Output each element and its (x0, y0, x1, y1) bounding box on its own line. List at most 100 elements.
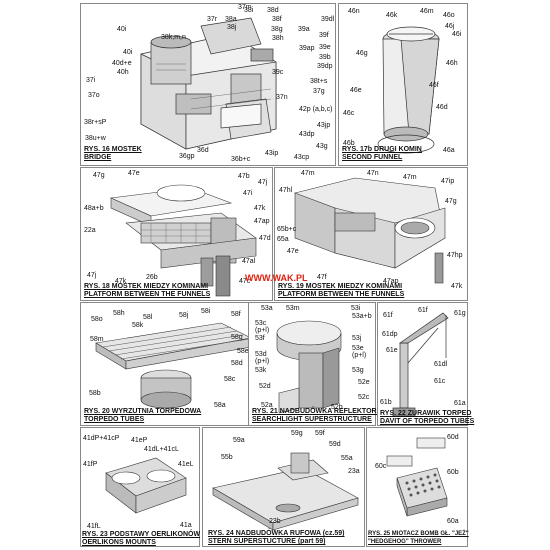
part-label: 58d (231, 360, 243, 367)
part-label: 46i (452, 31, 462, 38)
figure-caption: RYS. 23 PODSTAWY OERLIKONÓW OERLIKONS MO… (82, 531, 201, 546)
part-label: 42p (a,b,c) (299, 106, 333, 113)
part-label: 39dp (317, 63, 333, 70)
part-label: 47b (238, 173, 250, 180)
part-label: 43ip (265, 150, 279, 157)
part-label: 46k (386, 12, 398, 19)
part-label: 38i (244, 7, 254, 14)
part-label: 53g (352, 367, 364, 374)
platform-18-drawing (109, 184, 257, 297)
part-label: 58f (231, 311, 241, 318)
part-label: 40d+e (112, 60, 132, 67)
part-label: 61dp (382, 331, 398, 338)
torpedo-tubes-drawing (95, 322, 252, 409)
part-label: 40i (123, 49, 133, 56)
part-label: 47j (87, 272, 97, 279)
part-label: 61dl (434, 361, 448, 368)
part-label: 53e (p+l) (352, 345, 367, 359)
figure-caption: RYS. 17b DRUGI KOMIN SECOND FUNNEL (342, 146, 422, 161)
part-label: 37n (276, 94, 288, 101)
figure-hedgehog: 60d 60c 60b 60a (366, 427, 468, 547)
figure-torpedo-tubes: 58h 58o 58l 58j 58i 58f 58k 58m 58g 58e … (80, 302, 263, 426)
figure-caption: RYS. 24 NADBUDÓWKA RUFOWA (cz.59) STERN … (208, 530, 345, 545)
part-label: 43dp (299, 131, 315, 138)
part-label: 46a (443, 147, 455, 154)
part-label: 43jp (317, 122, 331, 129)
part-label: 39b (319, 54, 331, 61)
part-label: 36d (197, 147, 209, 154)
part-label: 47e (287, 248, 299, 255)
part-label: 47ip (441, 178, 455, 185)
part-label: 43g (316, 143, 328, 150)
part-label: 59f (315, 430, 325, 437)
part-label: 47m (301, 170, 315, 177)
part-label: 47i (243, 190, 253, 197)
part-label: 47j (258, 179, 268, 186)
part-label: 58e (237, 348, 249, 355)
part-label: 47c (239, 278, 251, 285)
part-label: 38g (271, 26, 283, 33)
part-label: 60b (447, 469, 459, 476)
figure-caption: RYS. 19 MOSTEK MIEDZY KOMINAMI PLATFORM … (278, 283, 405, 298)
part-label: 39ap (299, 45, 315, 52)
part-label: 58o (91, 316, 103, 323)
part-label: 47d (259, 235, 271, 242)
figure-searchlight: 53a 53m 53i 53a+b 53c (p+l) 53f 53j 53e … (248, 302, 376, 426)
part-label: 65b+c (277, 226, 297, 233)
part-label: 53a+b (352, 313, 372, 320)
part-label: 61c (434, 378, 446, 385)
part-label: 41fL (87, 523, 101, 530)
part-label: 59g (291, 430, 303, 437)
figure-caption: RYS. 21 NADBUDÓWKA REFLEKTORA SEARCHLIGH… (252, 408, 382, 423)
part-label: 61g (454, 310, 466, 317)
part-label: 47ap (383, 278, 399, 285)
part-label: 58h (113, 310, 125, 317)
part-label: 46h (446, 60, 458, 67)
part-label: 53k (255, 367, 267, 374)
part-label: 53f (255, 335, 265, 342)
part-label: 58c (224, 376, 236, 383)
part-label: 39f (319, 32, 329, 39)
figure-platform-19: 47m 47hl 47n 47m 47ip 47g 65b+c 65a 47e … (274, 167, 468, 301)
part-label: 52c (358, 394, 370, 401)
part-label: 58b (89, 390, 101, 397)
part-label: 38r+sP (84, 119, 107, 126)
part-label: 58g (231, 334, 243, 341)
part-label: 39a (298, 26, 310, 33)
part-label: 38a (225, 16, 237, 23)
part-label: 53m (286, 305, 300, 312)
part-label: 61f (418, 307, 428, 314)
part-label: 41eL (178, 461, 194, 468)
davit-drawing (392, 312, 449, 417)
oerlikon-drawing (105, 457, 187, 514)
stern-drawing (212, 452, 359, 531)
searchlight-drawing (276, 320, 342, 414)
part-label: 46o (443, 12, 455, 19)
figure-second-funnel: 46n 46m 46k 46o 46j 46i 46g 46h 46f 46e … (338, 3, 468, 166)
part-label: 36gp (179, 153, 195, 160)
part-label: 46c (343, 110, 355, 117)
part-label: 47m (403, 174, 417, 181)
part-label: 23b (269, 518, 281, 525)
part-label: 39c (272, 69, 284, 76)
part-label: 46d (436, 104, 448, 111)
part-label: 41dP+41cP (83, 435, 120, 442)
part-label: 37g (313, 88, 325, 95)
part-label: 53c (p+l) (255, 320, 270, 334)
part-label: 46f (429, 82, 439, 89)
bridge-drawing (140, 17, 277, 150)
part-label: 55b (221, 454, 233, 461)
figure-platform-18: 47g 47e 47b 47j 47i 48a+b 47k 22a 47ap 4… (80, 167, 273, 301)
part-label: 40h (117, 69, 129, 76)
part-label: 38j (227, 24, 237, 31)
part-label: 61e (386, 347, 398, 354)
figure-caption: RYS. 18 MOSTEK MIEDZY KOMINAMI PLATFORM … (84, 283, 211, 298)
part-label: 26b (146, 274, 158, 281)
part-label: 58j (179, 312, 189, 319)
part-label: 37i (86, 77, 96, 84)
figure-davit: 61f 61g 61f 61dp 61e 61dl 61c 61b 61a (377, 302, 468, 426)
figure-stern-superstructure: 59g 59f 59a 59d 55b 55a 23a 23b (202, 427, 365, 547)
part-label: 47f (317, 274, 327, 281)
part-label: 46m (420, 8, 434, 15)
part-label: 53d (p+l) (255, 351, 270, 365)
